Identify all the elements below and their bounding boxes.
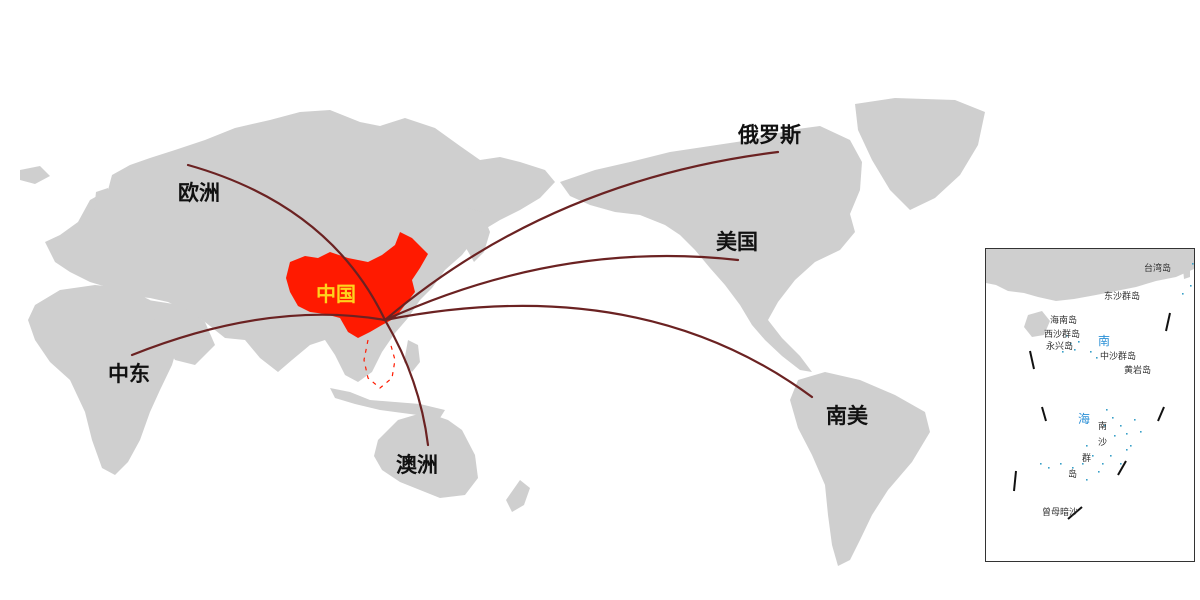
inset-island-dot: [1086, 445, 1088, 447]
inset-island-dot: [1072, 467, 1074, 469]
route-middle-east: [130, 313, 387, 357]
inset-island-dot: [1182, 293, 1184, 295]
land-philippines: [404, 340, 420, 372]
inset-boundary-mark: [1117, 460, 1127, 476]
inset-island-dots: [1040, 263, 1194, 481]
inset-island-dot: [1086, 479, 1088, 481]
inset-island-dot: [1082, 463, 1084, 465]
label-middle-east: 中东: [108, 362, 150, 386]
inset-label-sea-2: 海: [1078, 412, 1091, 426]
inset-boundary-mark: [1029, 350, 1035, 370]
label-russia: 俄罗斯: [738, 123, 801, 147]
route-australia: [383, 318, 430, 447]
inset-island-dot: [1140, 431, 1142, 433]
south-china-sea-inset: 台湾岛 东沙群岛 海南岛 西沙群岛 永兴岛 南 中沙群岛 黄岩岛 海 南 沙 群…: [985, 248, 1195, 562]
inset-island-dot: [1070, 343, 1072, 345]
inset-label-taiwan: 台湾岛: [1144, 264, 1172, 274]
land-australia: [374, 412, 478, 498]
inset-island-dot: [1062, 351, 1064, 353]
inset-island-dot: [1130, 445, 1132, 447]
label-china: 中国: [316, 282, 356, 306]
inset-label-nansha-1: 南: [1098, 422, 1108, 432]
inset-boundary-mark: [1013, 470, 1017, 492]
land-arabia: [148, 300, 215, 365]
land-greenland: [855, 98, 985, 210]
inset-label-dongsha: 东沙群岛: [1104, 292, 1141, 302]
land-north-america: [560, 126, 862, 372]
label-south-america: 南美: [826, 404, 868, 428]
inset-island-dot: [1066, 335, 1068, 337]
inset-label-nansha-2: 沙: [1098, 438, 1108, 448]
inset-boundary-mark: [1067, 506, 1083, 520]
inset-boundary-mark: [1157, 406, 1165, 422]
route-russia: [383, 150, 780, 322]
land-eurasia: [45, 110, 555, 382]
inset-label-zengmu: 曾母暗沙: [1042, 508, 1079, 518]
route-europe: [186, 163, 387, 322]
inset-hainan: [1024, 311, 1050, 337]
label-australia: 澳洲: [396, 453, 438, 477]
nine-dash-line: [363, 339, 396, 389]
inset-label-yongxing: 永兴岛: [1046, 342, 1074, 352]
inset-island-dot: [1096, 357, 1098, 359]
land-iceland: [20, 166, 50, 184]
land-new-zealand: [506, 480, 530, 512]
inset-island-dot: [1092, 455, 1094, 457]
inset-boundary-mark: [1041, 406, 1047, 422]
inset-island-dot: [1074, 349, 1076, 351]
inset-island-dot: [1126, 449, 1128, 451]
inset-island-dot: [1192, 263, 1194, 265]
inset-island-dot: [1104, 425, 1106, 427]
label-europe: 欧洲: [178, 181, 220, 205]
inset-label-nansha-3: 群: [1082, 454, 1092, 464]
land-indonesia: [330, 388, 445, 418]
inset-label-nansha-4: 岛: [1068, 470, 1078, 480]
inset-island-dot: [1040, 463, 1042, 465]
continents: [20, 98, 985, 566]
inset-taiwan: [1182, 259, 1190, 279]
inset-map: [986, 249, 1194, 520]
inset-island-dot: [1126, 433, 1128, 435]
inset-island-dot: [1112, 417, 1114, 419]
inset-label-huangyan: 黄岩岛: [1124, 366, 1152, 376]
inset-label-xisha: 西沙群岛: [1044, 330, 1081, 340]
inset-island-dot: [1102, 463, 1104, 465]
inset-island-dot: [1098, 471, 1100, 473]
inset-island-dot: [1048, 467, 1050, 469]
inset-island-dot: [1090, 351, 1092, 353]
inset-island-dot: [1120, 425, 1122, 427]
inset-island-dot: [1078, 341, 1080, 343]
inset-boundary-mark: [1165, 312, 1171, 332]
inset-island-dot: [1060, 463, 1062, 465]
inset-island-dot: [1134, 419, 1136, 421]
land-uk: [94, 188, 112, 218]
inset-island-dot: [1110, 455, 1112, 457]
inset-label-sea-1: 南: [1098, 334, 1111, 348]
land-south-america: [790, 372, 930, 566]
inset-island-dot: [1190, 285, 1192, 287]
route-south-america: [383, 304, 814, 399]
inset-island-dot: [1120, 463, 1122, 465]
label-usa: 美国: [716, 230, 758, 254]
china-shape: [286, 232, 428, 338]
inset-mainland: [986, 249, 1194, 301]
route-usa: [383, 254, 740, 322]
inset-label-zhongsha: 中沙群岛: [1100, 352, 1137, 362]
inset-label-hainan: 海南岛: [1050, 316, 1078, 326]
inset-island-dot: [1114, 435, 1116, 437]
inset-island-dot: [1106, 409, 1108, 411]
land-africa: [28, 285, 180, 475]
